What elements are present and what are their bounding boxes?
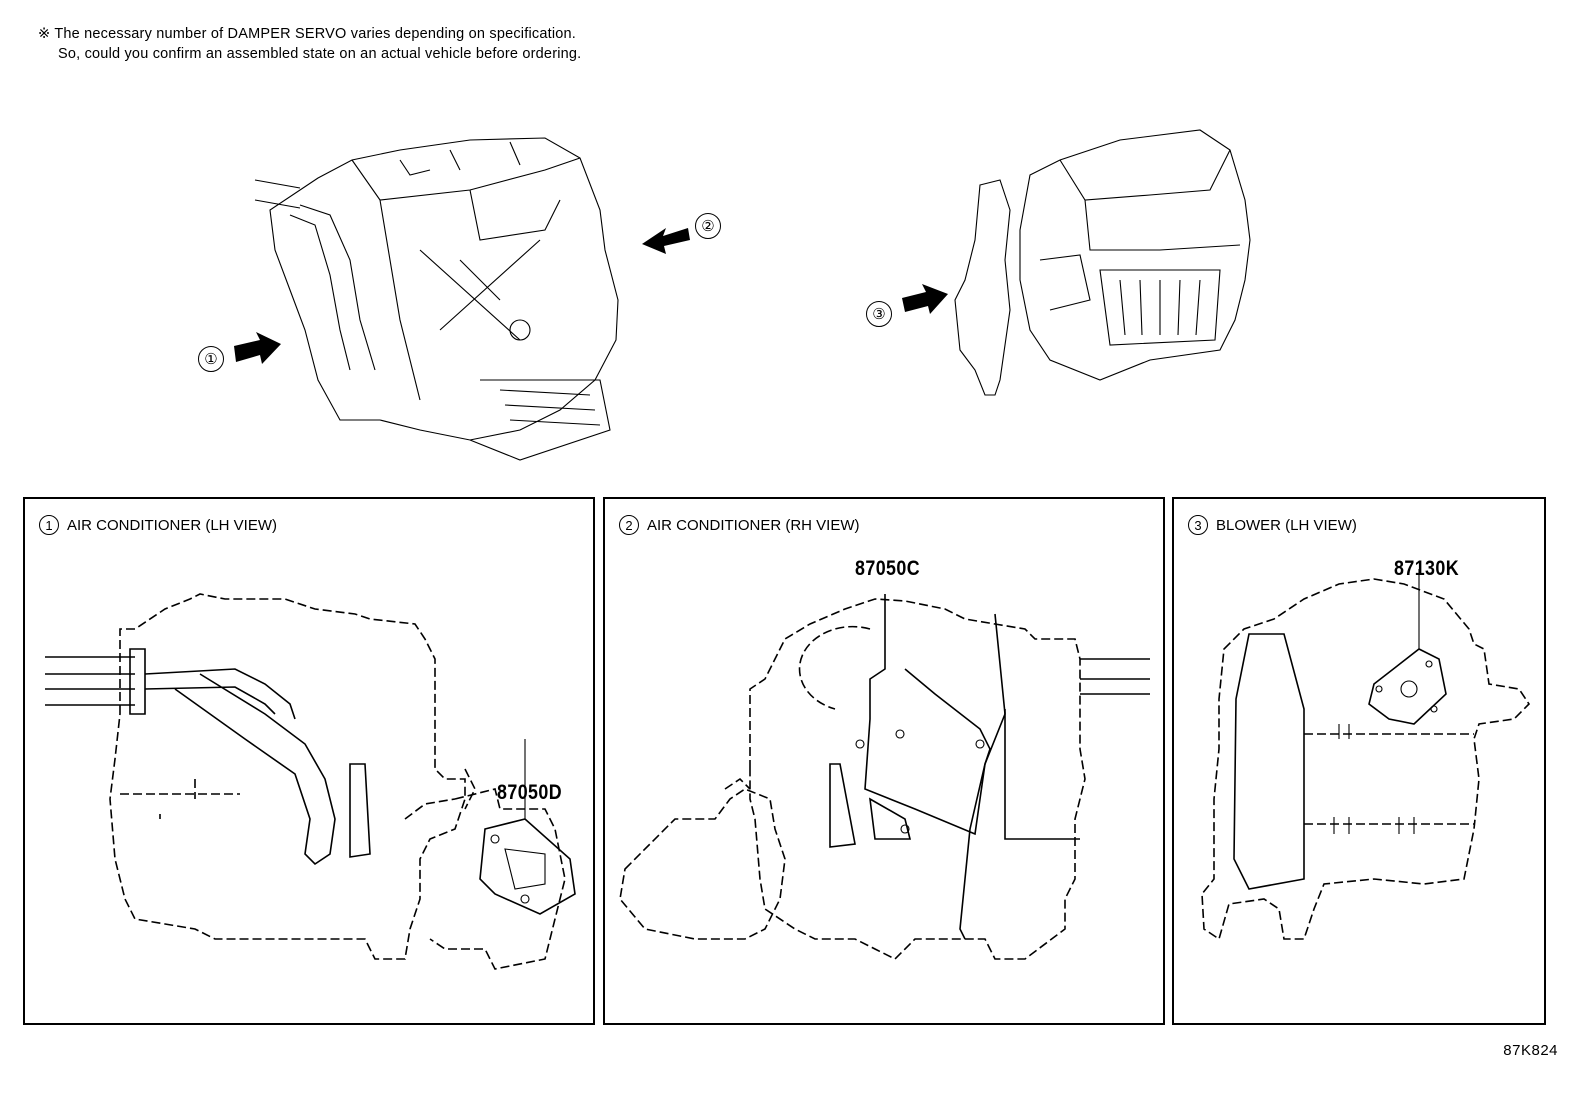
part-number-87130k[interactable]: 87130K [1394,557,1460,580]
callout-3: ③ [866,301,892,327]
part-number-87050c[interactable]: 87050C [855,557,921,580]
note-line-1: ※ The necessary number of DAMPER SERVO v… [38,26,577,42]
panel-3-drawing [1201,569,1531,941]
panel-blower-lh-view: 3 BLOWER (LH VIEW) 87130K [1172,497,1546,1025]
panel-1-marker: 1 [39,515,59,535]
callout-1: ① [198,346,224,372]
specification-note: ※ The necessary number of DAMPER SERVO v… [38,24,581,64]
panel-air-conditioner-rh-view: 2 AIR CONDITIONER (RH VIEW) 87050C [603,497,1165,1025]
panel-2-title: 2 AIR CONDITIONER (RH VIEW) [619,515,860,535]
panel-1-title-text: AIR CONDITIONER (LH VIEW) [67,516,278,534]
diagram-code: 87K824 [1503,1042,1558,1059]
view-arrow-1 [234,332,281,364]
panel-3-title: 3 BLOWER (LH VIEW) [1188,515,1357,535]
panel-2-drawing [619,594,1150,960]
panel-3-marker: 3 [1188,515,1208,535]
view-arrow-3 [902,284,948,314]
panel-air-conditioner-lh-view: 1 AIR CONDITIONER (LH VIEW) 87050D [23,497,595,1025]
air-conditioner-unit-drawing [254,137,619,461]
panel-3-title-text: BLOWER (LH VIEW) [1216,516,1357,534]
overview-illustration [234,129,1251,461]
part-number-87050d[interactable]: 87050D [497,781,563,804]
callout-2: ② [695,213,721,239]
panel-2-marker: 2 [619,515,639,535]
panel-1-title: 1 AIR CONDITIONER (LH VIEW) [39,515,277,535]
note-line-2: So, could you confirm an assembled state… [58,46,582,62]
panel-1-drawing [45,593,576,970]
view-arrow-2 [642,228,690,254]
blower-unit-drawing [954,129,1251,396]
panel-2-title-text: AIR CONDITIONER (RH VIEW) [647,516,860,534]
